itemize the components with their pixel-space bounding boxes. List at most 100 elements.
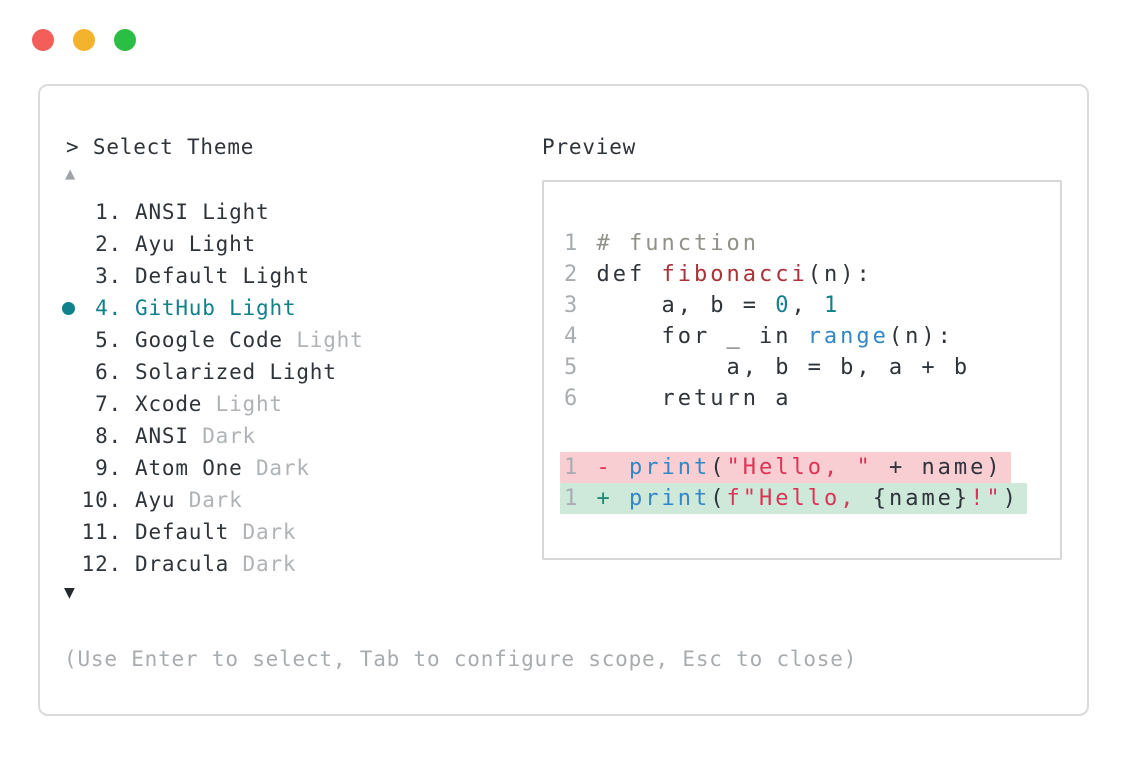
theme-item-number: 1. [95, 200, 122, 224]
code-token: fibonacci [661, 262, 808, 287]
code-token: a, b = b, a + b [596, 355, 971, 380]
line-number: 1 [564, 455, 597, 480]
code-token: range [807, 324, 889, 349]
theme-item-suffix: Dark [175, 488, 243, 512]
code-token: return a [596, 386, 792, 411]
theme-item-suffix: Dark [242, 456, 310, 480]
theme-item-suffix: Dark [188, 424, 256, 448]
code-token: for _ in [596, 324, 808, 349]
code-line: 5 a, b = b, a + b [564, 352, 1027, 383]
diff-highlight: 1 - print("Hello, " + name) [560, 452, 1011, 483]
theme-item-number: 9. [95, 456, 122, 480]
theme-item-number: 4. [95, 296, 122, 320]
code-token: 1 [823, 293, 841, 318]
theme-item-number: 8. [95, 424, 122, 448]
theme-item-suffix: Light [175, 232, 257, 256]
code-token: ( [710, 455, 727, 480]
theme-list-item[interactable]: 8. ANSI Dark [40, 420, 520, 452]
code-token: (n): [888, 324, 954, 349]
code-token: ( [710, 486, 727, 511]
theme-item-suffix: Light [256, 360, 337, 384]
theme-item-name: Ayu [135, 488, 176, 512]
code-token: def [596, 262, 662, 287]
theme-item-suffix: Light [229, 264, 310, 288]
theme-item-suffix: Light [202, 392, 283, 416]
theme-item-name: Solarized [135, 360, 256, 384]
scroll-up-icon[interactable]: ▲ [65, 164, 76, 184]
line-number: 3 [564, 293, 597, 318]
code-token: , [791, 293, 824, 318]
theme-item-number: 2. [95, 232, 122, 256]
theme-list-item[interactable]: 4. GitHub Light [40, 292, 520, 324]
theme-item-suffix: Dark [229, 552, 297, 576]
code-token: {name} [872, 486, 971, 511]
theme-item-suffix: Light [215, 296, 297, 320]
theme-list-item[interactable]: 12. Dracula Dark [40, 548, 520, 580]
code-token: "Hello, " [726, 455, 873, 480]
theme-list-item[interactable]: 7. Xcode Light [40, 388, 520, 420]
theme-list-item[interactable]: 5. Google Code Light [40, 324, 520, 356]
code-token: + [596, 486, 629, 511]
diff-line-removed: 1 - print("Hello, " + name) [560, 452, 1027, 483]
theme-item-name: ANSI [135, 424, 189, 448]
diff-line-added: 1 + print(f"Hello, {name}!") [560, 483, 1027, 514]
code-token: print [629, 486, 711, 511]
theme-list-item[interactable]: 1. ANSI Light [40, 196, 520, 228]
code-token: a, b = [596, 293, 776, 318]
theme-list-item[interactable]: 10. Ayu Dark [40, 484, 520, 516]
line-number: 5 [564, 355, 597, 380]
theme-list-item[interactable]: 3. Default Light [40, 260, 520, 292]
line-number: 4 [564, 324, 597, 349]
theme-item-number: 7. [95, 392, 122, 416]
code-line: 4 for _ in range(n): [564, 321, 1027, 352]
preview-title: Preview [542, 135, 637, 159]
code-token: f"Hello, [726, 486, 873, 511]
theme-item-name: Atom One [135, 456, 243, 480]
code-token: (n): [807, 262, 873, 287]
diff-highlight: 1 + print(f"Hello, {name}!") [560, 483, 1027, 514]
minimize-window-button[interactable] [73, 29, 95, 51]
theme-item-number: 5. [95, 328, 122, 352]
theme-list-item[interactable]: 9. Atom One Dark [40, 452, 520, 484]
maximize-window-button[interactable] [114, 29, 136, 51]
line-number: 1 [564, 231, 597, 256]
code-diff-gap [564, 414, 1027, 452]
theme-item-name: Dracula [135, 552, 230, 576]
scroll-down-icon[interactable]: ▼ [64, 582, 75, 603]
theme-list-item[interactable]: 11. Default Dark [40, 516, 520, 548]
line-number: 6 [564, 386, 597, 411]
code-line: 6 return a [564, 383, 1027, 414]
theme-list-item[interactable]: 6.Solarized Light [40, 356, 520, 388]
theme-item-suffix: Light [188, 200, 270, 224]
code-token: print [629, 455, 711, 480]
code-line: 1 # function [564, 228, 1027, 259]
theme-item-suffix: Light [282, 328, 364, 352]
theme-item-number: 11. [81, 520, 122, 544]
theme-item-suffix: Dark [229, 520, 297, 544]
code-line: 2 def fibonacci(n): [564, 259, 1027, 290]
code-token: !" [970, 486, 1003, 511]
code-token: + name) [872, 455, 1003, 480]
theme-item-number: 10. [81, 488, 122, 512]
theme-item-name: GitHub [135, 296, 216, 320]
theme-item-name: Ayu [135, 232, 176, 256]
help-text: (Use Enter to select, Tab to configure s… [64, 647, 858, 671]
theme-item-name: Default [135, 264, 230, 288]
selected-indicator-dot [62, 302, 75, 315]
line-number: 1 [564, 486, 597, 511]
theme-item-number: 12. [81, 552, 122, 576]
theme-item-name: Xcode [135, 392, 203, 416]
code-token: 0 [775, 293, 792, 318]
theme-item-number: 3. [95, 264, 122, 288]
code-token: ) [1002, 486, 1019, 511]
theme-list-item[interactable]: 2. Ayu Light [40, 228, 520, 260]
theme-item-name: Google Code [135, 328, 283, 352]
close-window-button[interactable] [32, 29, 54, 51]
theme-item-name: ANSI [135, 200, 189, 224]
theme-item-name: Default [135, 520, 230, 544]
line-number: 2 [564, 262, 597, 287]
window-controls [32, 29, 152, 51]
